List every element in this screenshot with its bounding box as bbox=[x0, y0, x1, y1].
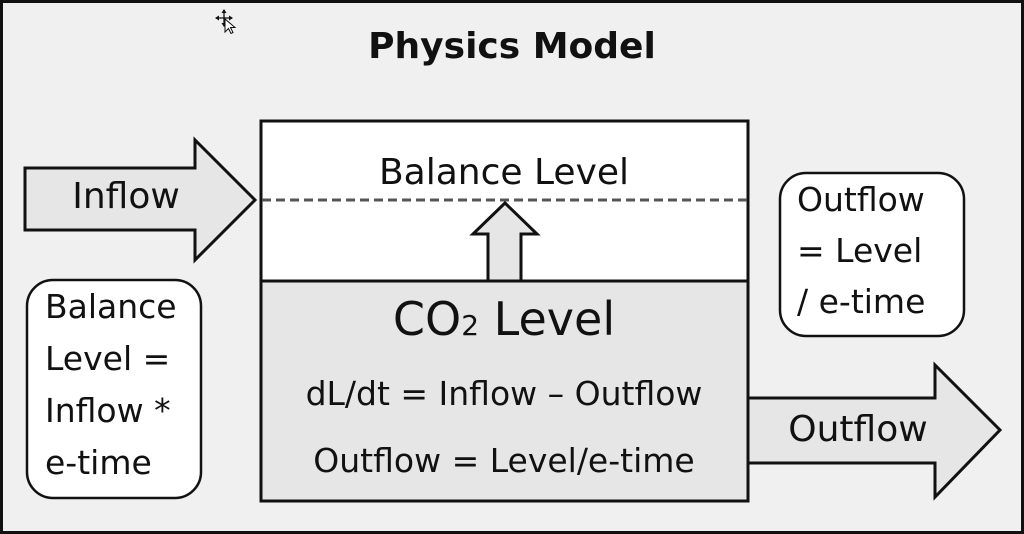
co2-level-label: CO2 Level bbox=[393, 292, 615, 346]
move-cursor-icon bbox=[215, 9, 237, 35]
outflow-arrow-label: Outflow bbox=[788, 409, 927, 450]
co2-level-subscript: 2 bbox=[461, 309, 479, 342]
inflow-arrow: Inflow bbox=[23, 136, 258, 264]
co2-level-suffix: Level bbox=[479, 292, 615, 346]
balance-level-note-line: e-time bbox=[45, 443, 152, 482]
page-title: Physics Model bbox=[368, 26, 656, 67]
inflow-arrow-shape bbox=[23, 136, 258, 264]
balance-level-note-box bbox=[25, 278, 203, 500]
inflow-arrow-label: Inflow bbox=[72, 176, 180, 217]
balance-level-label: Balance Level bbox=[379, 152, 629, 193]
outflow-note-line: = Level bbox=[797, 231, 922, 270]
balance-level-note-line: Level = bbox=[45, 339, 170, 378]
balance-level-note-line: Inflow * bbox=[45, 391, 171, 430]
outflow-note-box bbox=[778, 171, 966, 338]
outflow-arrow-shape bbox=[746, 361, 1003, 501]
balance-level-note: Balance Level = Inflow * e-time bbox=[25, 278, 203, 500]
outflow-note: Outflow = Level / e-time bbox=[778, 171, 966, 338]
equation-outflow: Outflow = Level/e-time bbox=[313, 441, 694, 480]
outflow-note-line: / e-time bbox=[797, 282, 925, 321]
balance-level-note-line: Balance bbox=[45, 287, 177, 326]
co2-level-prefix: CO bbox=[393, 292, 461, 346]
equation-dldt: dL/dt = Inflow – Outflow bbox=[306, 374, 703, 413]
outflow-note-line: Outflow bbox=[797, 180, 925, 219]
level-rising-arrow bbox=[469, 200, 541, 283]
outflow-arrow: Outflow bbox=[746, 361, 1003, 501]
co2-level-zone bbox=[259, 279, 750, 503]
